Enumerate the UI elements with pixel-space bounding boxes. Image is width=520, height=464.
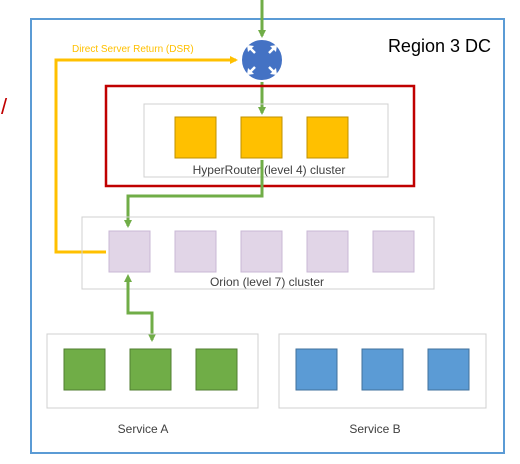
orion-node <box>240 230 283 273</box>
hyperrouter-highlight-box <box>104 84 416 188</box>
service-a-node <box>129 348 172 391</box>
orion-cluster <box>81 216 435 290</box>
service-b-group <box>278 333 487 409</box>
service-a-group <box>46 333 259 409</box>
service-b-node <box>361 348 404 391</box>
service-a-label: Service A <box>118 422 169 436</box>
region-container <box>30 18 505 454</box>
orion-node <box>372 230 415 273</box>
hyperrouter-to-orion-arrow <box>124 160 264 228</box>
orion-to-service-a-arrow <box>124 274 156 342</box>
region-title: Region 3 DC <box>388 36 491 56</box>
orion-node <box>306 230 349 273</box>
hyperrouter-cluster <box>143 103 389 178</box>
service-a-node <box>195 348 238 391</box>
hyperrouter-nodes <box>174 116 349 159</box>
router-icon <box>240 38 284 82</box>
hyperrouter-node <box>174 116 217 159</box>
orion-cluster-label: Orion (level 7) cluster <box>210 275 324 289</box>
dsr-label: Direct Server Return (DSR) <box>72 44 194 55</box>
hyperrouter-node <box>240 116 283 159</box>
dsr-path <box>54 56 238 254</box>
hyperrouter-node <box>306 116 349 159</box>
orion-node <box>174 230 217 273</box>
service-a-nodes <box>63 348 238 391</box>
service-b-nodes <box>295 348 470 391</box>
orion-nodes <box>108 230 415 273</box>
stray-mark: / <box>1 94 8 119</box>
hyperrouter-cluster-label: HyperRouter (level 4) cluster <box>193 163 346 177</box>
service-b-label: Service B <box>349 422 400 436</box>
service-a-node <box>63 348 106 391</box>
service-b-node <box>427 348 470 391</box>
service-b-node <box>295 348 338 391</box>
orion-node <box>108 230 151 273</box>
